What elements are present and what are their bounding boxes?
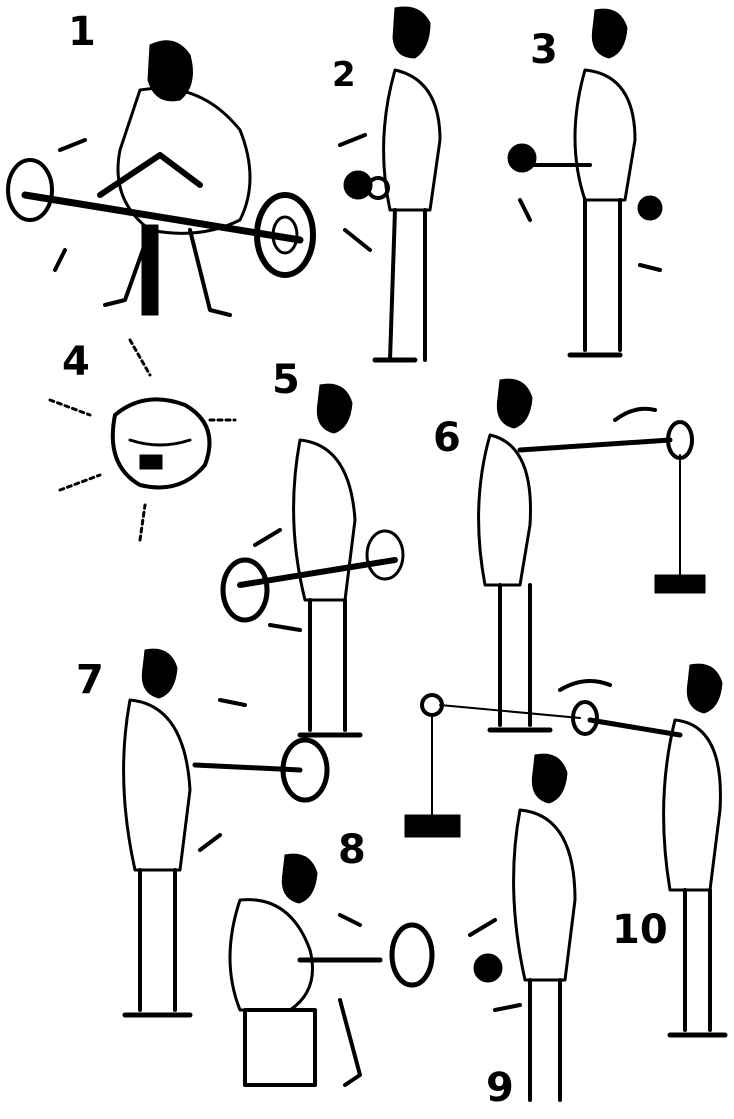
figure-7-reverse-curl — [122, 648, 330, 1018]
figure-8-seated-wrist-curl — [228, 853, 435, 1087]
figure-6-wrist-roller — [477, 378, 706, 733]
figure-label-7: 7 — [76, 657, 104, 703]
figure-2-standing-dumbbell — [338, 6, 442, 363]
figure-label-4: 4 — [62, 339, 90, 385]
figure-3-standing-dumbbells — [507, 8, 663, 358]
figure-label-2: 2 — [332, 55, 356, 95]
figure-9-standing-dumbbell — [468, 753, 577, 1102]
figure-5-standing-barbell-side — [220, 383, 405, 738]
figure-4-gripping-hand — [48, 338, 237, 542]
figure-label-8: 8 — [338, 827, 366, 873]
figure-label-9: 9 — [486, 1065, 514, 1111]
figure-1-bent-barbell-curl — [6, 40, 316, 317]
figure-10-pulley-extension — [404, 663, 728, 1038]
figure-label-5: 5 — [272, 357, 300, 403]
figure-label-10: 10 — [612, 907, 668, 953]
figure-label-6: 6 — [433, 415, 461, 461]
figure-label-1: 1 — [68, 9, 96, 55]
figure-label-3: 3 — [530, 27, 558, 73]
